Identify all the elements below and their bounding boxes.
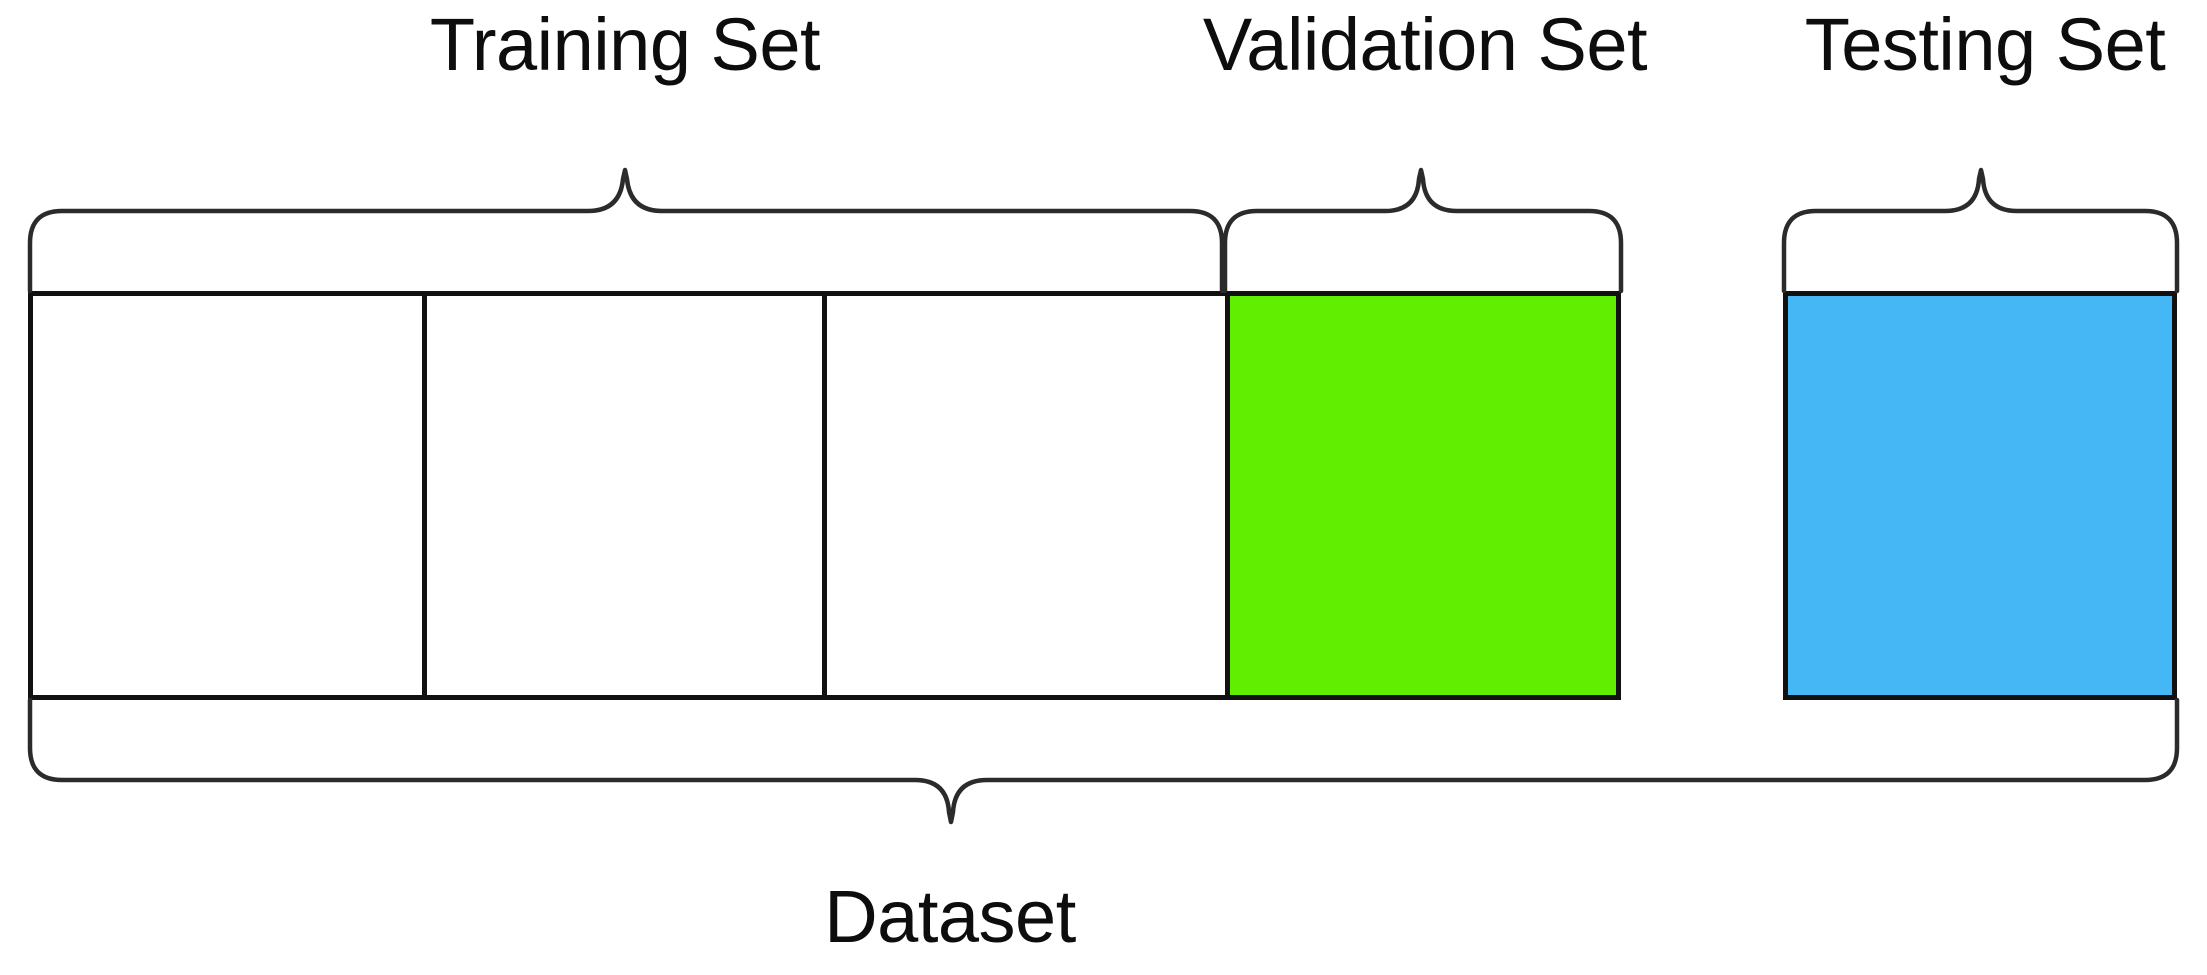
segment-train-fold-2[interactable] (422, 291, 827, 700)
segment-testing-block[interactable] (1783, 291, 2177, 700)
brace-testing (1781, 167, 2180, 294)
validation-set-label: Validation Set (1202, 3, 1648, 86)
brace-training (27, 167, 1225, 294)
training-set-label: Training Set (429, 3, 821, 86)
brace-dataset (27, 697, 2180, 825)
segment-train-fold-1[interactable] (28, 291, 427, 700)
dataset-label: Dataset (824, 875, 1076, 958)
segment-train-fold-3[interactable] (822, 291, 1230, 700)
segment-validation-block[interactable] (1225, 291, 1621, 700)
brace-validation (1222, 167, 1624, 294)
testing-set-label: Testing Set (1804, 3, 2166, 86)
